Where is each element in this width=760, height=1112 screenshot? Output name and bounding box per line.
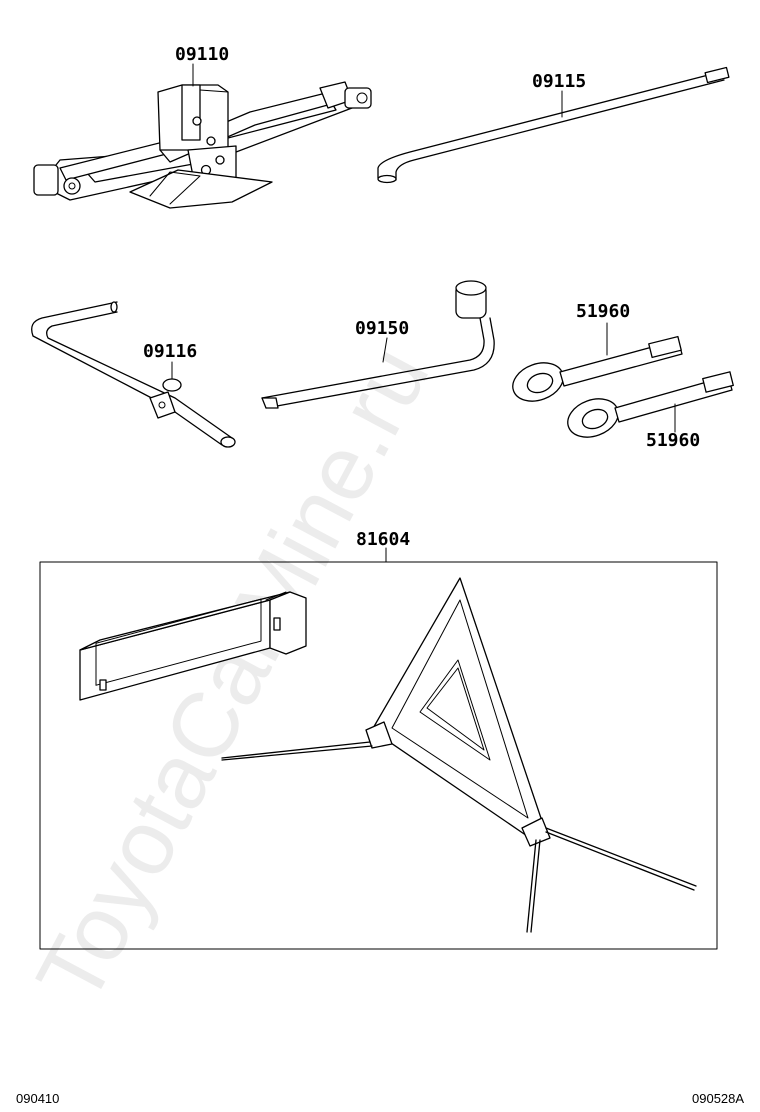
label-towing-eye-bottom: 51960	[646, 430, 700, 451]
footer-code-right: 090528A	[692, 1091, 744, 1106]
part-triangle-case[interactable]	[79, 591, 307, 701]
part-jack-handle[interactable]	[377, 66, 730, 184]
part-wheel-wrench[interactable]	[261, 280, 495, 409]
label-warning-triangle-kit: 81604	[356, 529, 410, 550]
label-jack: 09110	[175, 44, 229, 65]
footer-code-left: 090410	[16, 1091, 59, 1106]
part-towing-eye-top[interactable]	[507, 335, 683, 408]
label-jack-handle-ext: 09116	[143, 341, 197, 362]
label-jack-handle: 09115	[532, 71, 586, 92]
label-towing-eye-top: 51960	[576, 301, 630, 322]
label-wheel-wrench: 09150	[355, 318, 409, 339]
part-towing-eye-bottom[interactable]	[562, 371, 734, 444]
part-jack[interactable]	[33, 81, 372, 209]
part-warning-triangle[interactable]	[221, 577, 697, 933]
kit-frame	[39, 561, 718, 950]
part-jack-handle-ext[interactable]	[31, 301, 236, 448]
